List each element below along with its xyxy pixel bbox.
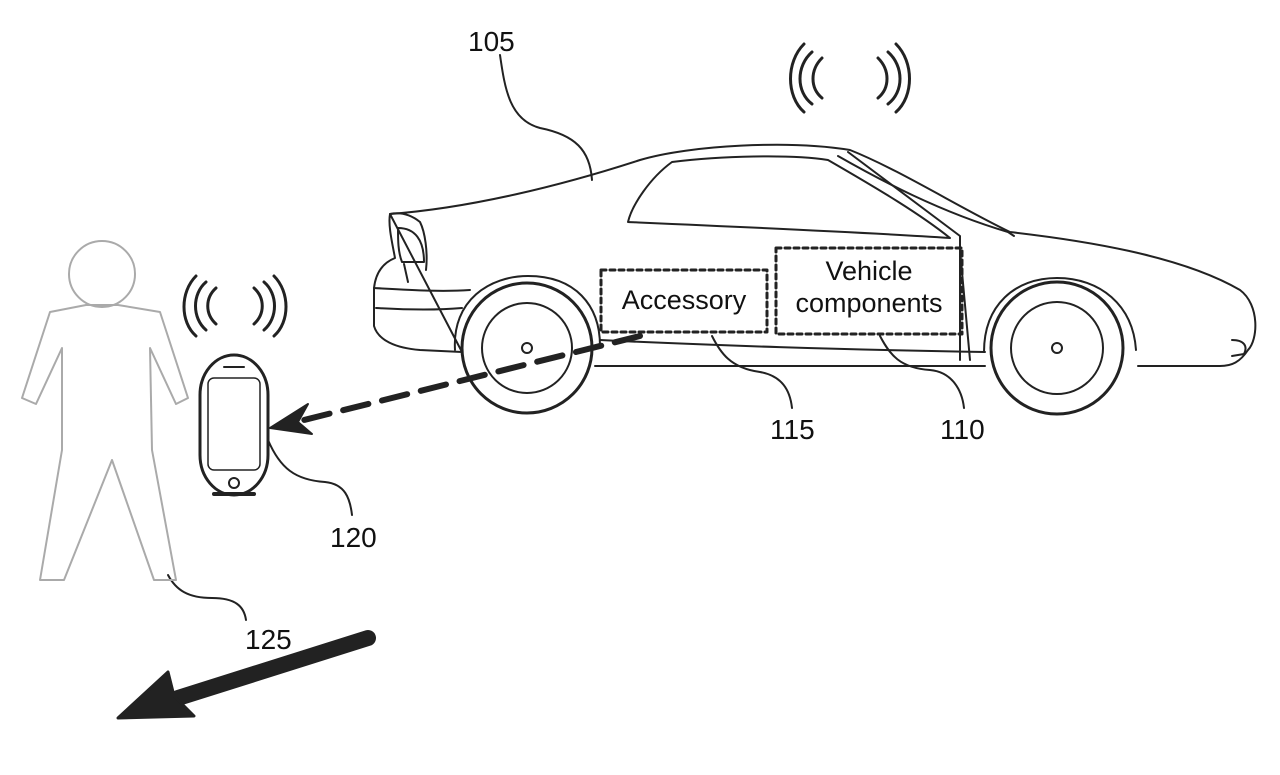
ref-numeral-125: 125 — [245, 624, 292, 655]
movement-arrow — [170, 630, 376, 706]
vehicle-components-label: Vehicle components — [778, 255, 960, 320]
ref-numeral-115: 115 — [770, 414, 815, 445]
leader-125 — [167, 574, 247, 621]
mobile-device-icon — [198, 353, 270, 497]
communication-arrowhead — [269, 403, 313, 435]
vehicle-components-box — [774, 246, 964, 336]
vehicle-components-line1: Vehicle — [825, 256, 913, 286]
leader-105 — [499, 54, 593, 181]
user-figure — [21, 240, 189, 581]
leader-110 — [879, 335, 965, 409]
vehicle-components-line2: components — [795, 288, 943, 319]
ref-numeral-120: 120 — [330, 522, 377, 553]
movement-arrowhead — [116, 670, 196, 720]
ref-numeral-110: 110 — [940, 414, 985, 445]
leader-120 — [267, 439, 353, 516]
communication-arrow — [293, 333, 643, 425]
device-signal-icon — [182, 274, 288, 338]
vehicle-drawing — [373, 143, 1257, 416]
leader-115 — [711, 335, 793, 409]
ref-numeral-105: 105 — [468, 26, 515, 57]
accessory-box — [599, 268, 769, 334]
vehicle-signal-icon — [789, 42, 911, 114]
accessory-label: Accessory — [621, 285, 747, 315]
